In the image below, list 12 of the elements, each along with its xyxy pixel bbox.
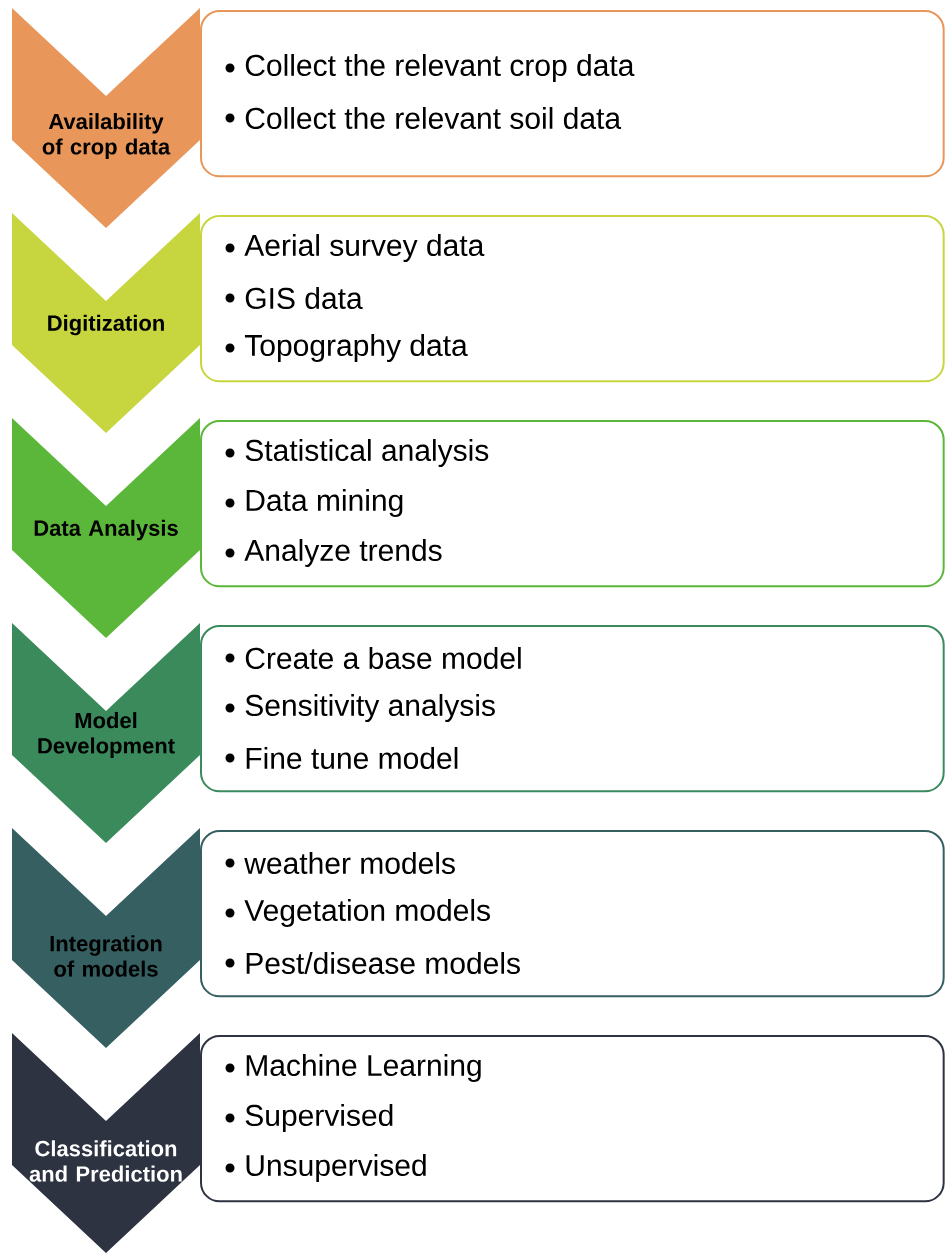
stage-banner: Digitization bbox=[12, 213, 200, 433]
stage-banner: Classification and Prediction bbox=[12, 1033, 200, 1253]
stage-banner: Integration of models bbox=[12, 828, 200, 1048]
stage-banner: Data Analysis bbox=[12, 418, 200, 638]
bullet-list-box: Aerial survey data GIS data Topography data bbox=[200, 215, 945, 383]
stage-banner: Availability of crop data bbox=[12, 8, 200, 228]
stage-banner: Model Development bbox=[12, 623, 200, 843]
bullet-list-box: weather models Vegetation models Pest/disease models bbox=[200, 830, 945, 998]
bullet-list-box: Collect the relevant crop data Collect the relevant soil data bbox=[200, 10, 945, 178]
bullet-list-box: Create a base model Sensitivity analysis Fine tune model bbox=[200, 625, 945, 793]
bullet-list-box: Statistical analysis Data mining Analyze trends bbox=[200, 420, 945, 588]
bullet-list-box: Machine Learning Supervised Unsupervised bbox=[200, 1035, 945, 1203]
